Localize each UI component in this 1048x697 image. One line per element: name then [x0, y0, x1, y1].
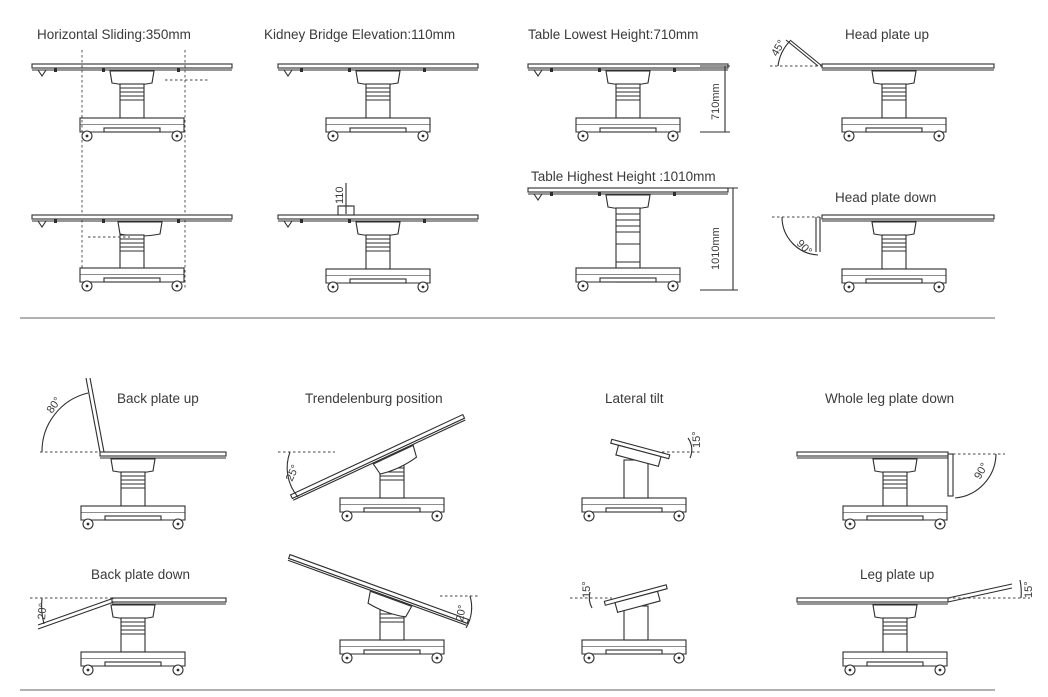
table-trendelenburg-reverse: 20° [287, 553, 480, 664]
dim-710mm: 710mm [710, 83, 722, 120]
label-trendelenburg: Trendelenburg position [305, 391, 443, 406]
angle-lateral-bottom: 15° [581, 581, 593, 598]
angle-leg-up: 15° [1023, 581, 1035, 598]
label-whole-leg-plate-down: Whole leg plate down [825, 391, 954, 406]
table-kidney-bridge-bottom: 110 [277, 183, 479, 292]
table-horizontal-sliding-bottom [31, 214, 233, 292]
label-horizontal-sliding: Horizontal Sliding:350mm [37, 27, 191, 42]
table-head-plate-up: 45° [769, 38, 995, 141]
label-back-plate-up: Back plate up [117, 391, 199, 406]
table-leg-plate-up: 15° [796, 579, 1035, 675]
table-back-plate-up: 80° [40, 377, 227, 529]
dim-kidney-110: 110 [334, 186, 346, 204]
angle-back-up: 80° [45, 395, 64, 416]
table-back-plate-down: 20° [30, 597, 227, 675]
label-head-plate-down: Head plate down [835, 190, 936, 205]
angle-trend-right: 20° [454, 604, 469, 622]
label-back-plate-down: Back plate down [91, 567, 190, 582]
table-lowest-height: 710mm [528, 64, 730, 141]
table-trendelenburg-down: 25° [278, 413, 466, 522]
dim-1010mm: 1010mm [710, 227, 722, 270]
label-kidney-bridge: Kidney Bridge Elevation:110mm [264, 27, 455, 42]
label-highest-height: Table Highest Height :1010mm [531, 169, 716, 184]
label-leg-plate-up: Leg plate up [860, 567, 934, 582]
angle-lateral-top: 15° [691, 431, 703, 448]
label-head-plate-up: Head plate up [845, 27, 929, 42]
table-highest-height: 1010mm [527, 187, 738, 292]
table-lateral-tilt-top: 15° [581, 431, 703, 522]
table-horizontal-sliding-top [32, 50, 232, 290]
table-kidney-bridge-top [278, 64, 478, 141]
angle-head-up: 45° [769, 38, 788, 58]
table-whole-leg-plate-down: 90° [796, 451, 1005, 529]
table-head-plate-down: 90° [772, 214, 995, 292]
table-lateral-tilt-bottom: 15° [570, 581, 687, 664]
label-lateral-tilt: Lateral tilt [605, 391, 664, 406]
label-lowest-height: Table Lowest Height:710mm [528, 27, 698, 42]
angle-head-down: 90° [794, 238, 814, 258]
angle-trend-left: 25° [284, 463, 302, 483]
angle-back-down: 20° [36, 603, 49, 621]
